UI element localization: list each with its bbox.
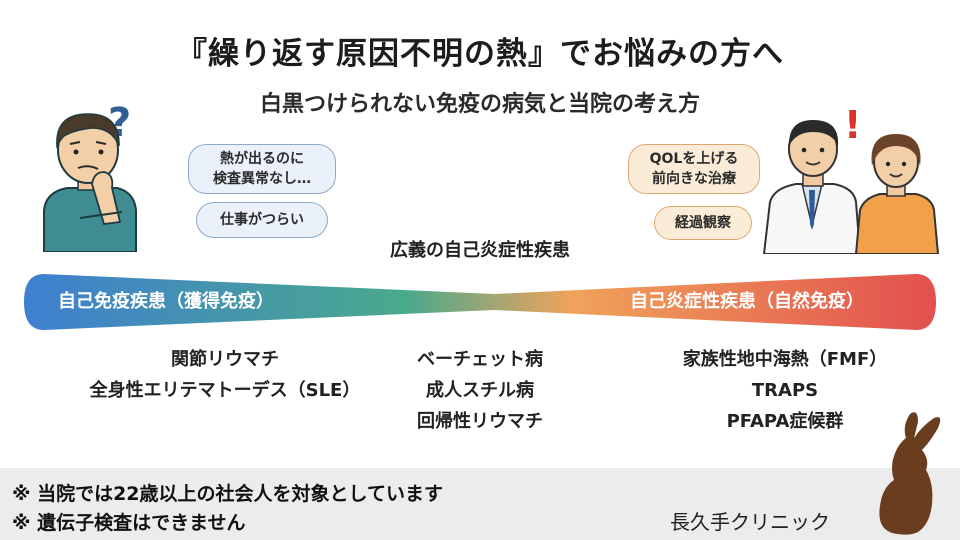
patient-bubble-work-text: 仕事がつらい (220, 212, 304, 228)
immune-spectrum-band (24, 274, 936, 330)
footer-note-genetic-test: ※ 遺伝子検査はできません (12, 512, 246, 534)
spectrum-heading: 広義の自己炎症性疾患 (390, 240, 570, 261)
page-subtitle: 白黒つけられない免疫の病気と当院の考え方 (259, 92, 700, 117)
disease-item: 全身性エリテマトーデス（SLE） (89, 380, 361, 401)
disease-item: ベーチェット病 (417, 349, 543, 370)
patient-bubble-fever-line2: 検査異常なし… (213, 171, 311, 187)
clinic-name: 長久手クリニック (670, 510, 830, 534)
exclamation-mark-icon: ! (844, 103, 861, 147)
page-title: 『繰り返す原因不明の熱』でお悩みの方へ (176, 36, 784, 72)
disease-item: 成人スチル病 (426, 380, 534, 401)
footer-bar (0, 468, 960, 540)
patient-bubble-fever-line1: 熱が出るのに (220, 151, 304, 167)
disease-item: TRAPS (751, 380, 819, 401)
doctor-and-nurse-illustration: ! (762, 103, 940, 254)
disease-item: 回帰性リウマチ (417, 411, 543, 432)
autoinflammatory-disease-list: 家族性地中海熱（FMF） TRAPS PFAPA症候群 (640, 344, 930, 437)
autoimmune-disease-list: 関節リウマチ 全身性エリテマトーデス（SLE） (40, 344, 410, 406)
footer-note-age: ※ 当院では22歳以上の社会人を対象としています (12, 483, 443, 505)
patient-bubble-work: 仕事がつらい (196, 202, 328, 238)
disease-item: 関節リウマチ (171, 349, 279, 370)
doctor-bubble-qol-line2: 前向きな治療 (652, 171, 736, 187)
doctor-bubble-observation-text: 経過観察 (675, 215, 731, 231)
doctor-bubble-observation: 経過観察 (654, 206, 752, 240)
worried-patient-illustration: ? (43, 100, 137, 252)
disease-item: PFAPA症候群 (726, 411, 844, 432)
doctor-bubble-qol-line1: QOLを上げる (649, 151, 739, 167)
patient-bubble-fever: 熱が出るのに 検査異常なし… (188, 144, 336, 194)
autoinflammatory-label: 自己炎症性疾患（自然免疫） (630, 291, 864, 312)
rabbit-logo-icon (879, 412, 941, 535)
intermediate-disease-list: ベーチェット病 成人スチル病 回帰性リウマチ (380, 344, 580, 437)
doctor-bubble-qol: QOLを上げる 前向きな治療 (628, 144, 760, 194)
autoimmune-label: 自己免疫疾患（獲得免疫） (58, 291, 274, 312)
disease-item: 家族性地中海熱（FMF） (682, 349, 888, 370)
